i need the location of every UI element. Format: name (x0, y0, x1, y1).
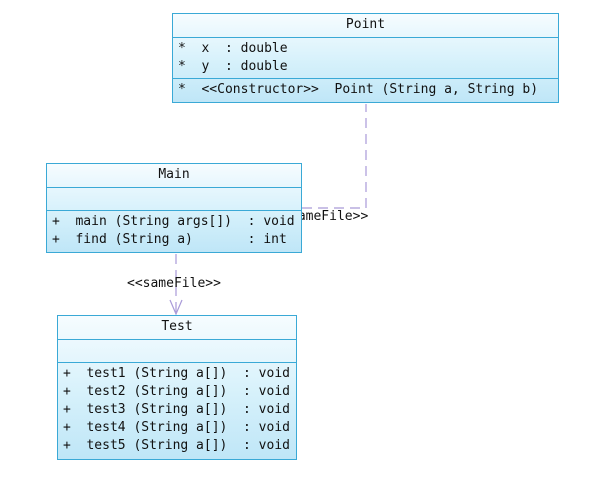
class-point-attribute[interactable]: * x : double (178, 41, 288, 56)
class-point-attributes: * x : double * y : double (173, 38, 558, 79)
class-test[interactable]: Test + test1 (String a[]) : void + test2… (57, 315, 297, 460)
dependency-main-test-stereotype: <<sameFile>> (127, 276, 221, 291)
class-test-operation[interactable]: + test1 (String a[]) : void (63, 366, 290, 381)
class-test-attributes (58, 340, 296, 363)
class-point-attribute[interactable]: * y : double (178, 59, 288, 74)
dependency-main-point-line[interactable] (302, 104, 367, 209)
class-main-operations: + main (String args[]) : void + find (St… (47, 211, 301, 251)
class-main-name: Main (47, 164, 301, 188)
class-test-name: Test (58, 316, 296, 340)
class-test-operation[interactable]: + test3 (String a[]) : void (63, 402, 290, 417)
class-test-operation[interactable]: + test4 (String a[]) : void (63, 420, 290, 435)
dependency-main-test-arrowhead (169, 299, 183, 316)
class-test-operations: + test1 (String a[]) : void + test2 (Str… (58, 363, 296, 457)
class-main-attributes (47, 188, 301, 211)
class-main-operation[interactable]: + main (String args[]) : void (52, 214, 295, 229)
class-test-operation[interactable]: + test5 (String a[]) : void (63, 438, 290, 453)
class-main[interactable]: Main + main (String args[]) : void + fin… (46, 163, 302, 253)
class-point-operations: * <<Constructor>> Point (String a, Strin… (173, 79, 558, 101)
class-point-operation[interactable]: * <<Constructor>> Point (String a, Strin… (178, 82, 539, 97)
dependency-main-point-stereotype: sameFile>> (290, 209, 369, 224)
class-point-name: Point (173, 14, 558, 38)
class-test-operation[interactable]: + test2 (String a[]) : void (63, 384, 290, 399)
class-main-operation[interactable]: + find (String a) : int (52, 232, 287, 247)
class-point[interactable]: Point * x : double * y : double * <<Cons… (172, 13, 559, 103)
